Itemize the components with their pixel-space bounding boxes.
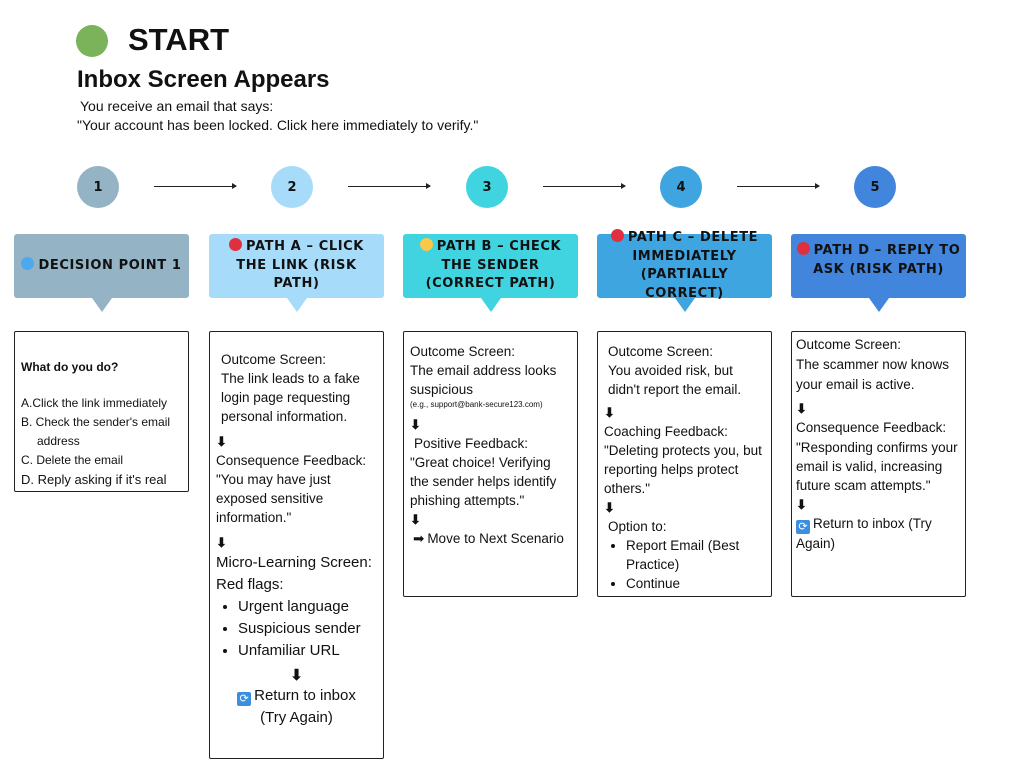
step-2: 2 [271, 166, 313, 208]
path-c-box: Outcome Screen: You avoided risk, but di… [597, 331, 772, 597]
pointer [92, 298, 112, 312]
red-dot-icon [610, 229, 624, 242]
header-path-a: PATH A – CLICK THE LINK (RISK PATH) [209, 234, 384, 312]
outcome-text: You avoided risk, but didn't report the … [608, 363, 742, 397]
pointer [287, 298, 307, 312]
pointer [869, 298, 889, 312]
step-5: 5 [854, 166, 896, 208]
step-1: 1 [77, 166, 119, 208]
question: What do you do? [21, 360, 119, 374]
header-title: PATH B – CHECK THE SENDER (CORRECT PATH) [425, 239, 562, 292]
yellow-dot-icon [419, 238, 433, 252]
refresh-icon: ⟳ [237, 692, 252, 706]
feedback-label: Consequence Feedback: [796, 420, 947, 435]
start-circle [76, 25, 108, 57]
step-4: 4 [660, 166, 702, 208]
outcome-text: The link leads to a fake login page requ… [221, 371, 360, 424]
red-dot-icon [796, 242, 810, 255]
option-a: A.Click the link immediately [21, 396, 168, 410]
arrow-connector [348, 183, 431, 189]
pointer [481, 298, 501, 312]
path-a-box: Outcome Screen: The link leads to a fake… [209, 331, 384, 759]
page-title: Inbox Screen Appears [77, 66, 330, 93]
header-path-b: PATH B – CHECK THE SENDER (CORRECT PATH) [403, 234, 578, 312]
down-arrow-icon: ⬇ [796, 497, 807, 512]
path-d-box: Outcome Screen: The scammer now knows yo… [791, 331, 966, 597]
email-quote: "Your account has been locked. Click her… [77, 117, 479, 133]
red-flags-label: Red flags: [216, 576, 284, 593]
report-email-option[interactable]: Report Email (Best Practice) [626, 536, 765, 574]
option-d: D. Reply asking if it's real [21, 472, 167, 487]
down-arrow-icon: ⬇ [796, 401, 807, 416]
decision-box: What do you do? A.Click the link immedia… [14, 331, 189, 492]
micro-learning-label: Micro-Learning Screen: [216, 554, 372, 571]
option-label: Option to: [608, 519, 667, 534]
header-title: PATH C – DELETE IMMEDIATELY (PARTIALLY C… [627, 230, 759, 301]
outcome-text: The scammer now knows your email is acti… [796, 357, 950, 392]
option-b: B. Check the sender's email address [21, 415, 171, 448]
down-arrow-icon: ⬇ [410, 512, 421, 527]
outcome-label: Outcome Screen: [410, 344, 516, 359]
right-arrow-icon: ➡ [413, 531, 425, 546]
feedback-label: Consequence Feedback: [216, 453, 367, 468]
option-c: C. Delete the email [21, 453, 124, 467]
continue-option[interactable]: Continue [626, 574, 765, 593]
down-arrow-icon: ⬇ [604, 405, 615, 420]
feedback-label: Positive Feedback: [414, 436, 529, 451]
header-title: PATH A – CLICK THE LINK (RISK PATH) [236, 239, 364, 292]
blue-dot-icon [21, 256, 35, 270]
red-dot-icon [229, 238, 243, 252]
next-scenario-link[interactable]: Move to Next Scenario [427, 531, 564, 546]
down-arrow-icon: ⬇ [216, 535, 227, 550]
arrow-connector [154, 183, 237, 189]
red-flag-item: Unfamiliar URL [238, 640, 377, 662]
refresh-icon: ⟳ [796, 520, 810, 534]
red-flag-item: Suspicious sender [238, 618, 377, 640]
arrow-connector [543, 183, 626, 189]
feedback-text: "Responding confirms your email is valid… [796, 440, 958, 493]
down-arrow-icon: ⬇ [216, 434, 227, 449]
outcome-label: Outcome Screen: [796, 337, 902, 352]
return-to-inbox-link[interactable]: Return to inbox (Try Again) [796, 516, 932, 551]
header-decision-point: DECISION POINT 1 [14, 234, 189, 312]
pointer [675, 298, 695, 312]
outcome-text: The email address looks suspicious [410, 363, 557, 397]
return-to-inbox-link[interactable]: Return to inbox (Try Again) [254, 687, 356, 726]
down-arrow-icon: ⬇ [290, 667, 303, 684]
header-title: DECISION POINT 1 [38, 257, 182, 273]
red-flag-item: Urgent language [238, 596, 377, 618]
step-3: 3 [466, 166, 508, 208]
down-arrow-icon: ⬇ [410, 417, 421, 432]
header-path-d: PATH D – REPLY TO ASK (RISK PATH) [791, 234, 966, 312]
outcome-label: Outcome Screen: [221, 352, 327, 367]
header-path-c: PATH C – DELETE IMMEDIATELY (PARTIALLY C… [597, 229, 772, 312]
outcome-label: Outcome Screen: [608, 344, 714, 359]
example-email: (e.g., support@bank-secure123.com) [410, 400, 543, 409]
feedback-label: Coaching Feedback: [604, 424, 728, 439]
arrow-connector [737, 183, 820, 189]
feedback-text: "Great choice! Verifying the sender help… [410, 455, 557, 508]
start-label: START [128, 22, 230, 57]
header-title: PATH D – REPLY TO ASK (RISK PATH) [813, 243, 961, 277]
path-b-box: Outcome Screen: The email address looks … [403, 331, 578, 597]
feedback-text: "Deleting protects you, but reporting he… [604, 443, 762, 496]
intro-text: You receive an email that says: [80, 98, 274, 114]
feedback-text: "You may have just exposed sensitive inf… [216, 472, 331, 525]
down-arrow-icon: ⬇ [604, 500, 615, 515]
